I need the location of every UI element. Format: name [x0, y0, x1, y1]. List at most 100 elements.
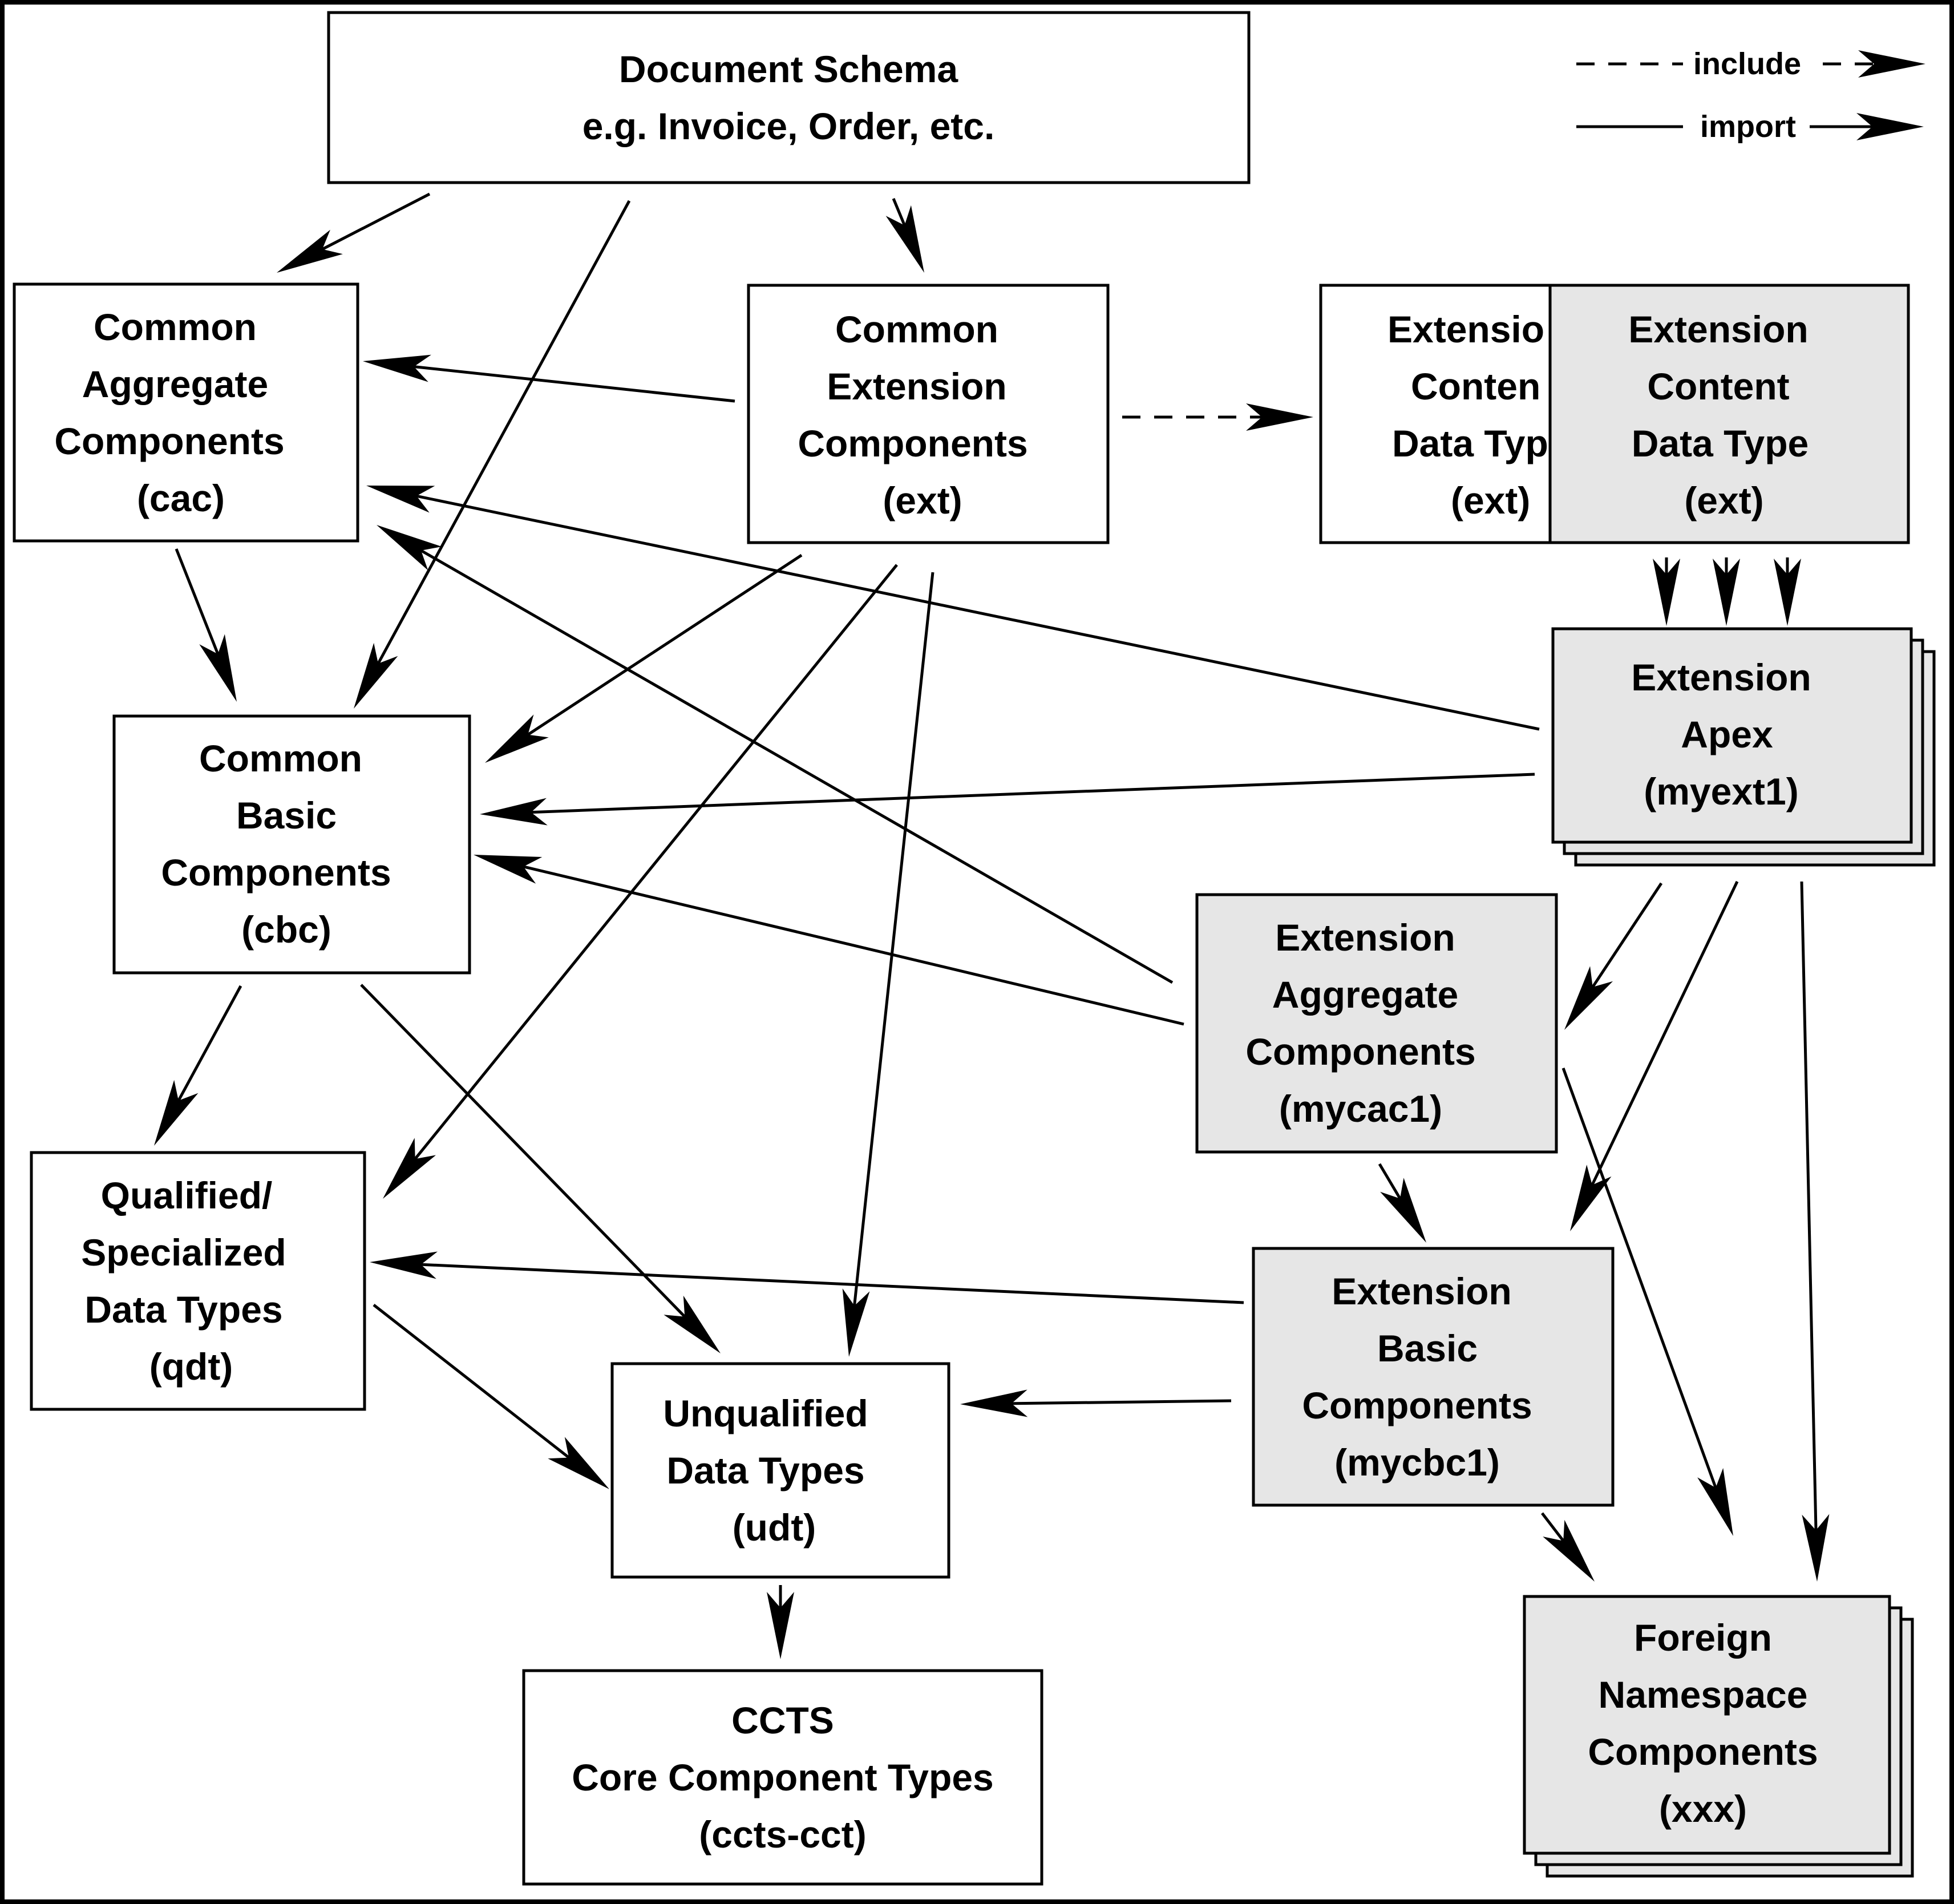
edge-apex-to-cbc-arrowhead [480, 798, 548, 826]
node-cbc: Common Basic Components (cbc) [112, 714, 471, 975]
edge-apex-to-cac-line [410, 493, 1540, 731]
node-qdt: Qualified/ Specialized Data Types (qdt) [30, 1151, 366, 1411]
edge-extcontent-to-apex-3-arrowhead [1774, 559, 1801, 626]
edge-mycac-to-cac [377, 525, 1174, 984]
edge-ext-to-cac-line [408, 365, 735, 403]
node-ext-content-back-line4: (ext) [1451, 479, 1530, 522]
edge-extcontent-to-apex-2 [1713, 557, 1740, 626]
edge-cbc-to-qdt-line [174, 985, 242, 1106]
edge-mycac-to-foreign-arrowhead [1697, 1468, 1733, 1536]
edge-apex-to-mycac-arrowhead [1564, 966, 1613, 1030]
edge-qdt-to-udt-arrowhead [548, 1437, 609, 1489]
edge-document-to-ext [885, 198, 924, 273]
node-ext-content-line3: Data Type [1632, 422, 1809, 464]
edge-mycac-to-mycbc [1378, 1163, 1426, 1243]
node-udt: Unqualified Data Types (udt) [610, 1362, 950, 1579]
legend: include import [1576, 47, 1925, 144]
node-mycbc-line1: Extension [1332, 1270, 1511, 1312]
edge-cbc-to-qdt [154, 985, 242, 1146]
edge-mycbc-to-qdt-arrowhead [370, 1251, 438, 1279]
node-qdt-line3: Data Types [84, 1288, 282, 1331]
node-foreign-line2: Namespace [1599, 1673, 1808, 1716]
edge-qdt-to-udt-line [373, 1304, 575, 1462]
node-ext-content-line1: Extension [1628, 308, 1808, 350]
edge-extcontent-to-apex-2-arrowhead [1713, 559, 1740, 626]
edge-apex-to-foreign-arrowhead [1802, 1514, 1830, 1582]
edge-ext-to-qdt-arrowhead [383, 1138, 436, 1199]
edge-ext-to-qdt-line [410, 564, 898, 1165]
edge-cac-to-cbc [175, 548, 237, 702]
edge-mycbc-to-qdt [370, 1251, 1244, 1304]
node-cac: Common Aggregate Components (cac) [13, 282, 359, 543]
edge-apex-to-cbc-line [525, 773, 1535, 814]
edge-cbc-to-udt [360, 984, 721, 1353]
edge-mycbc-to-foreign-arrowhead [1543, 1519, 1595, 1582]
edge-apex-to-cbc [480, 773, 1535, 826]
edge-ext-to-cac [363, 354, 735, 403]
node-cac-line1: Common [94, 306, 257, 348]
edge-udt-to-ccts [767, 1585, 794, 1659]
node-mycbc-line3: Components [1302, 1384, 1532, 1426]
edge-cac-to-cbc-arrowhead [199, 634, 237, 702]
edge-ext-to-qdt [383, 564, 898, 1199]
edge-cac-to-cbc-line [175, 548, 221, 660]
node-cac-line4: (cac) [137, 477, 225, 519]
node-apex-line3: (myext1) [1644, 770, 1798, 812]
node-ccts-line1: CCTS [731, 1699, 834, 1741]
edge-ext-to-cbc-line [522, 553, 803, 739]
node-foreign-line3: Components [1588, 1731, 1818, 1773]
node-ext-common-line1: Common [835, 308, 998, 350]
node-document-schema-line1: Document Schema [619, 48, 958, 90]
edge-apex-to-cac-arrowhead [366, 486, 435, 513]
edge-ext-to-cbc-arrowhead [485, 714, 549, 763]
node-foreign: Foreign Namespace Components (xxx) [1523, 1595, 1914, 1878]
edge-extcontent-to-apex-1 [1653, 557, 1680, 626]
node-udt-line3: (udt) [733, 1506, 816, 1549]
node-cac-line2: Aggregate [82, 363, 268, 405]
node-document-schema-line2: e.g. Invoice, Order, etc. [582, 105, 995, 147]
legend-import-arrowhead [1856, 113, 1924, 140]
edge-ext-to-cbc [485, 553, 803, 763]
node-qdt-line2: Specialized [81, 1231, 286, 1274]
edge-ext-to-udt-arrowhead [842, 1288, 870, 1357]
node-document-schema: Document Schema e.g. Invoice, Order, etc… [327, 11, 1251, 184]
node-mycac-line1: Extension [1275, 916, 1455, 959]
node-mycbc: Extension Basic Components (mycbc1) [1252, 1247, 1615, 1507]
edge-cbc-to-udt-line [360, 984, 690, 1322]
edge-document-to-cac-arrowhead [277, 229, 343, 273]
node-ext-content-back-line3: Data Typ [1392, 422, 1548, 464]
node-ext-common-line2: Extension [827, 365, 1006, 407]
node-ext-content-line4: (ext) [1684, 479, 1763, 522]
node-ext-content-back-line1: Extensio [1387, 308, 1544, 350]
edge-mycac-to-mycbc-arrowhead [1380, 1178, 1426, 1243]
node-cbc-line3: Components [161, 851, 391, 894]
node-ext-common: Common Extension Components (ext) [747, 284, 1110, 544]
edge-apex-to-mycbc [1570, 880, 1739, 1231]
node-foreign-line1: Foreign [1634, 1616, 1772, 1659]
edge-mycbc-to-qdt-line [415, 1263, 1244, 1304]
edge-apex-to-mycac [1564, 882, 1663, 1030]
edge-apex-to-mycac-line [1588, 882, 1663, 993]
node-ext-content: Extension Content Data Type (ext) [1548, 284, 1910, 544]
node-mycbc-line4: (mycbc1) [1334, 1441, 1500, 1483]
edge-mycac-to-cbc [474, 855, 1184, 1026]
edge-ext-to-extcontent [1122, 403, 1313, 431]
edge-extcontent-to-apex-1-arrowhead [1653, 559, 1680, 626]
legend-include-arrowhead [1858, 50, 1925, 78]
node-ext-content-back: Extensio Conten Data Typ (ext) [1319, 284, 1573, 544]
node-mycbc-line2: Basic [1377, 1327, 1478, 1369]
edge-document-to-cbc-arrowhead [354, 642, 398, 709]
edge-document-to-ext-line [892, 198, 908, 232]
edge-ext-to-udt-line [852, 572, 934, 1312]
edge-apex-to-cac [366, 486, 1540, 731]
edge-mycac-to-foreign-line [1561, 1068, 1720, 1494]
edges-layer [154, 192, 1830, 1659]
edge-mycbc-to-foreign [1541, 1512, 1595, 1582]
node-qdt-line1: Qualified/ [101, 1174, 273, 1216]
edge-cbc-to-udt-arrowhead [664, 1295, 721, 1353]
node-apex-line2: Apex [1681, 713, 1773, 755]
node-mycac-line4: (mycac1) [1279, 1088, 1442, 1130]
node-ccts-line2: Core Component Types [572, 1756, 994, 1798]
edge-apex-to-foreign-line [1800, 881, 1818, 1537]
